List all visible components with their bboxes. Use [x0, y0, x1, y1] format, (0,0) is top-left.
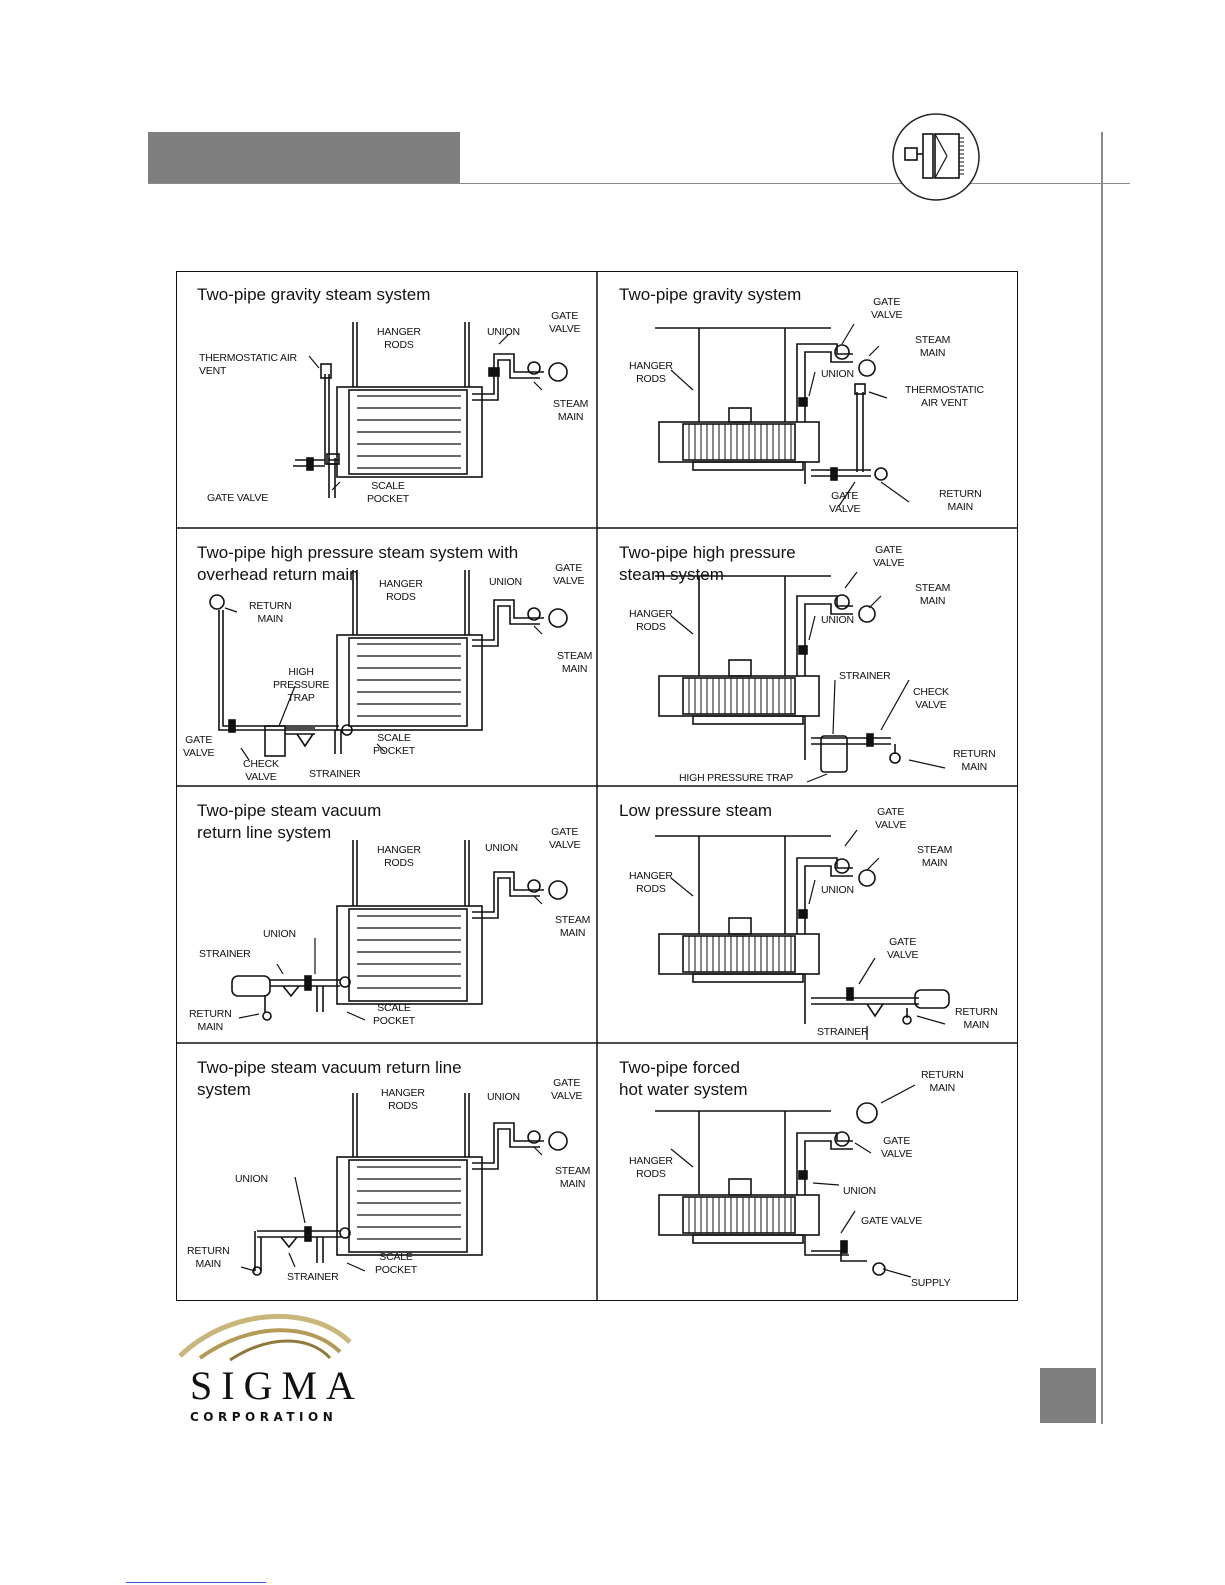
- label-check-valve: CHECK VALVE: [243, 758, 279, 783]
- label-gate-valve-lower: GATE VALVE: [207, 492, 269, 504]
- panel-title: Two-pipe gravity steam system: [197, 285, 431, 304]
- label-return-main: RETURN MAIN: [921, 1069, 964, 1094]
- label-strainer: STRAINER: [199, 948, 251, 960]
- label-steam-main: STEAM MAIN: [917, 844, 953, 869]
- piping-diagram-grid: Two-pipe gravity steam system HANGER ROD…: [176, 271, 1018, 1301]
- piping-diagram: [655, 1084, 916, 1278]
- panel-title: Two-pipe steam vacuum return line system: [197, 801, 382, 842]
- brand-name: SIGMA: [190, 1363, 364, 1408]
- page-number-block: [1040, 1368, 1096, 1423]
- label-return-main: RETURN MAIN: [249, 600, 292, 625]
- unit-heater-icon: [892, 113, 980, 201]
- piping-diagram: [293, 322, 568, 498]
- label-union: UNION: [821, 884, 854, 896]
- sigma-logo-swoosh: [178, 1313, 352, 1362]
- label-gate-valve: GATE VALVE: [551, 1077, 583, 1102]
- grid-lines: [176, 271, 1018, 1301]
- panel-title: Two-pipe high pressure steam system with…: [197, 543, 519, 584]
- label-gate-valve-lower: GATE VALVE: [183, 734, 215, 759]
- label-steam-main: STEAM MAIN: [553, 398, 589, 423]
- bottom-link-underline[interactable]: [126, 1582, 266, 1583]
- panel-title: Two-pipe gravity system: [619, 285, 802, 304]
- panel-title: Two-pipe high pressure steam system: [619, 543, 796, 584]
- label-union: UNION: [843, 1185, 876, 1197]
- label-hanger-rods: HANGER RODS: [629, 360, 673, 385]
- label-hanger-rods: HANGER RODS: [381, 1087, 425, 1112]
- piping-diagram: [231, 840, 568, 1021]
- label-union: UNION: [485, 842, 518, 854]
- label-union-lower: UNION: [235, 1173, 268, 1185]
- label-union: UNION: [821, 614, 854, 626]
- label-scale-pocket: SCALE POCKET: [367, 480, 409, 505]
- label-strainer: STRAINER: [839, 670, 891, 682]
- label-check-valve: CHECK VALVE: [913, 686, 949, 711]
- label-return-main: RETURN MAIN: [953, 748, 996, 773]
- label-gate-valve: GATE VALVE: [881, 1135, 913, 1160]
- panel-title: Two-pipe forced hot water system: [619, 1058, 748, 1099]
- label-hanger-rods: HANGER RODS: [629, 870, 673, 895]
- label-thermostatic-air-vent: THERMOSTATIC AIR VENT: [199, 352, 297, 377]
- brand-subtitle: CORPORATION: [190, 1410, 338, 1424]
- label-hanger-rods: HANGER RODS: [629, 608, 673, 633]
- label-return-main: RETURN MAIN: [189, 1008, 232, 1033]
- label-hanger-rods: HANGER RODS: [379, 578, 423, 603]
- label-strainer: STRAINER: [309, 768, 361, 780]
- panel-high-pressure-overhead-return: Two-pipe high pressure steam system with…: [177, 530, 597, 786]
- label-hanger-rods: HANGER RODS: [377, 844, 421, 869]
- label-union-lower: UNION: [263, 928, 296, 940]
- label-steam-main: STEAM MAIN: [915, 582, 951, 607]
- label-gate-valve-lower: GATE VALVE: [829, 490, 861, 515]
- label-gate-valve: GATE VALVE: [873, 544, 905, 569]
- label-high-pressure-trap: HIGH PRESSURE TRAP: [679, 772, 794, 784]
- label-steam-main: STEAM MAIN: [557, 650, 593, 675]
- label-hanger-rods: HANGER RODS: [377, 326, 421, 351]
- panel-title: Low pressure steam: [619, 801, 773, 820]
- label-gate-valve: GATE VALVE: [871, 296, 903, 321]
- panel-two-pipe-gravity: Two-pipe gravity system GATE VALVE HANGE…: [599, 272, 1018, 528]
- label-gate-valve: GATE VALVE: [549, 826, 581, 851]
- section-header-bar: [148, 132, 460, 184]
- header-rule: [148, 183, 1130, 184]
- label-union: UNION: [487, 1091, 520, 1103]
- panel-two-pipe-high-pressure: Two-pipe high pressure steam system GATE…: [599, 530, 1018, 786]
- label-steam-main: STEAM MAIN: [915, 334, 951, 359]
- label-high-pressure-trap: HIGH PRESSURE TRAP: [273, 666, 330, 704]
- label-gate-valve: GATE VALVE: [553, 562, 585, 587]
- piping-diagram: [240, 1093, 568, 1276]
- label-supply: SUPPLY: [911, 1277, 951, 1289]
- piping-diagram: [655, 829, 950, 1040]
- label-return-main: RETURN MAIN: [939, 488, 982, 513]
- label-steam-main: STEAM MAIN: [555, 914, 591, 939]
- page-edge-rule: [1101, 132, 1103, 1424]
- label-return-main: RETURN MAIN: [955, 1006, 998, 1031]
- label-gate-valve: GATE VALVE: [875, 806, 907, 831]
- label-gate-valve-lower: GATE VALVE: [861, 1215, 923, 1227]
- label-union: UNION: [489, 576, 522, 588]
- piping-diagram: [655, 571, 946, 783]
- label-strainer: STRAINER: [817, 1026, 869, 1038]
- label-union: UNION: [487, 326, 520, 338]
- label-gate-valve-lower: GATE VALVE: [887, 936, 919, 961]
- label-scale-pocket: SCALE POCKET: [373, 732, 415, 757]
- label-union: UNION: [821, 368, 854, 380]
- label-return-main: RETURN MAIN: [187, 1245, 230, 1270]
- label-steam-main: STEAM MAIN: [555, 1165, 591, 1190]
- label-scale-pocket: SCALE POCKET: [373, 1002, 415, 1027]
- panel-steam-vacuum-return-1: Two-pipe steam vacuum return line system…: [177, 788, 597, 1043]
- piping-diagram: [655, 323, 910, 507]
- panel-steam-vacuum-return-2: Two-pipe steam vacuum return line system…: [177, 1045, 597, 1301]
- label-hanger-rods: HANGER RODS: [629, 1155, 673, 1180]
- label-thermostatic-air-vent: THERMOSTATIC AIR VENT: [905, 384, 984, 409]
- piping-diagram: [209, 570, 568, 761]
- panel-forced-hot-water: Two-pipe forced hot water system RETURN …: [599, 1045, 1018, 1301]
- label-strainer: STRAINER: [287, 1271, 339, 1283]
- label-gate-valve: GATE VALVE: [549, 310, 581, 335]
- panel-title: Two-pipe steam vacuum return line system: [197, 1058, 462, 1099]
- panel-low-pressure-steam: Low pressure steam GATE VALVE HANGER ROD…: [599, 788, 1018, 1043]
- panel-two-pipe-gravity-steam: Two-pipe gravity steam system HANGER ROD…: [177, 272, 597, 528]
- label-scale-pocket: SCALE POCKET: [375, 1251, 417, 1276]
